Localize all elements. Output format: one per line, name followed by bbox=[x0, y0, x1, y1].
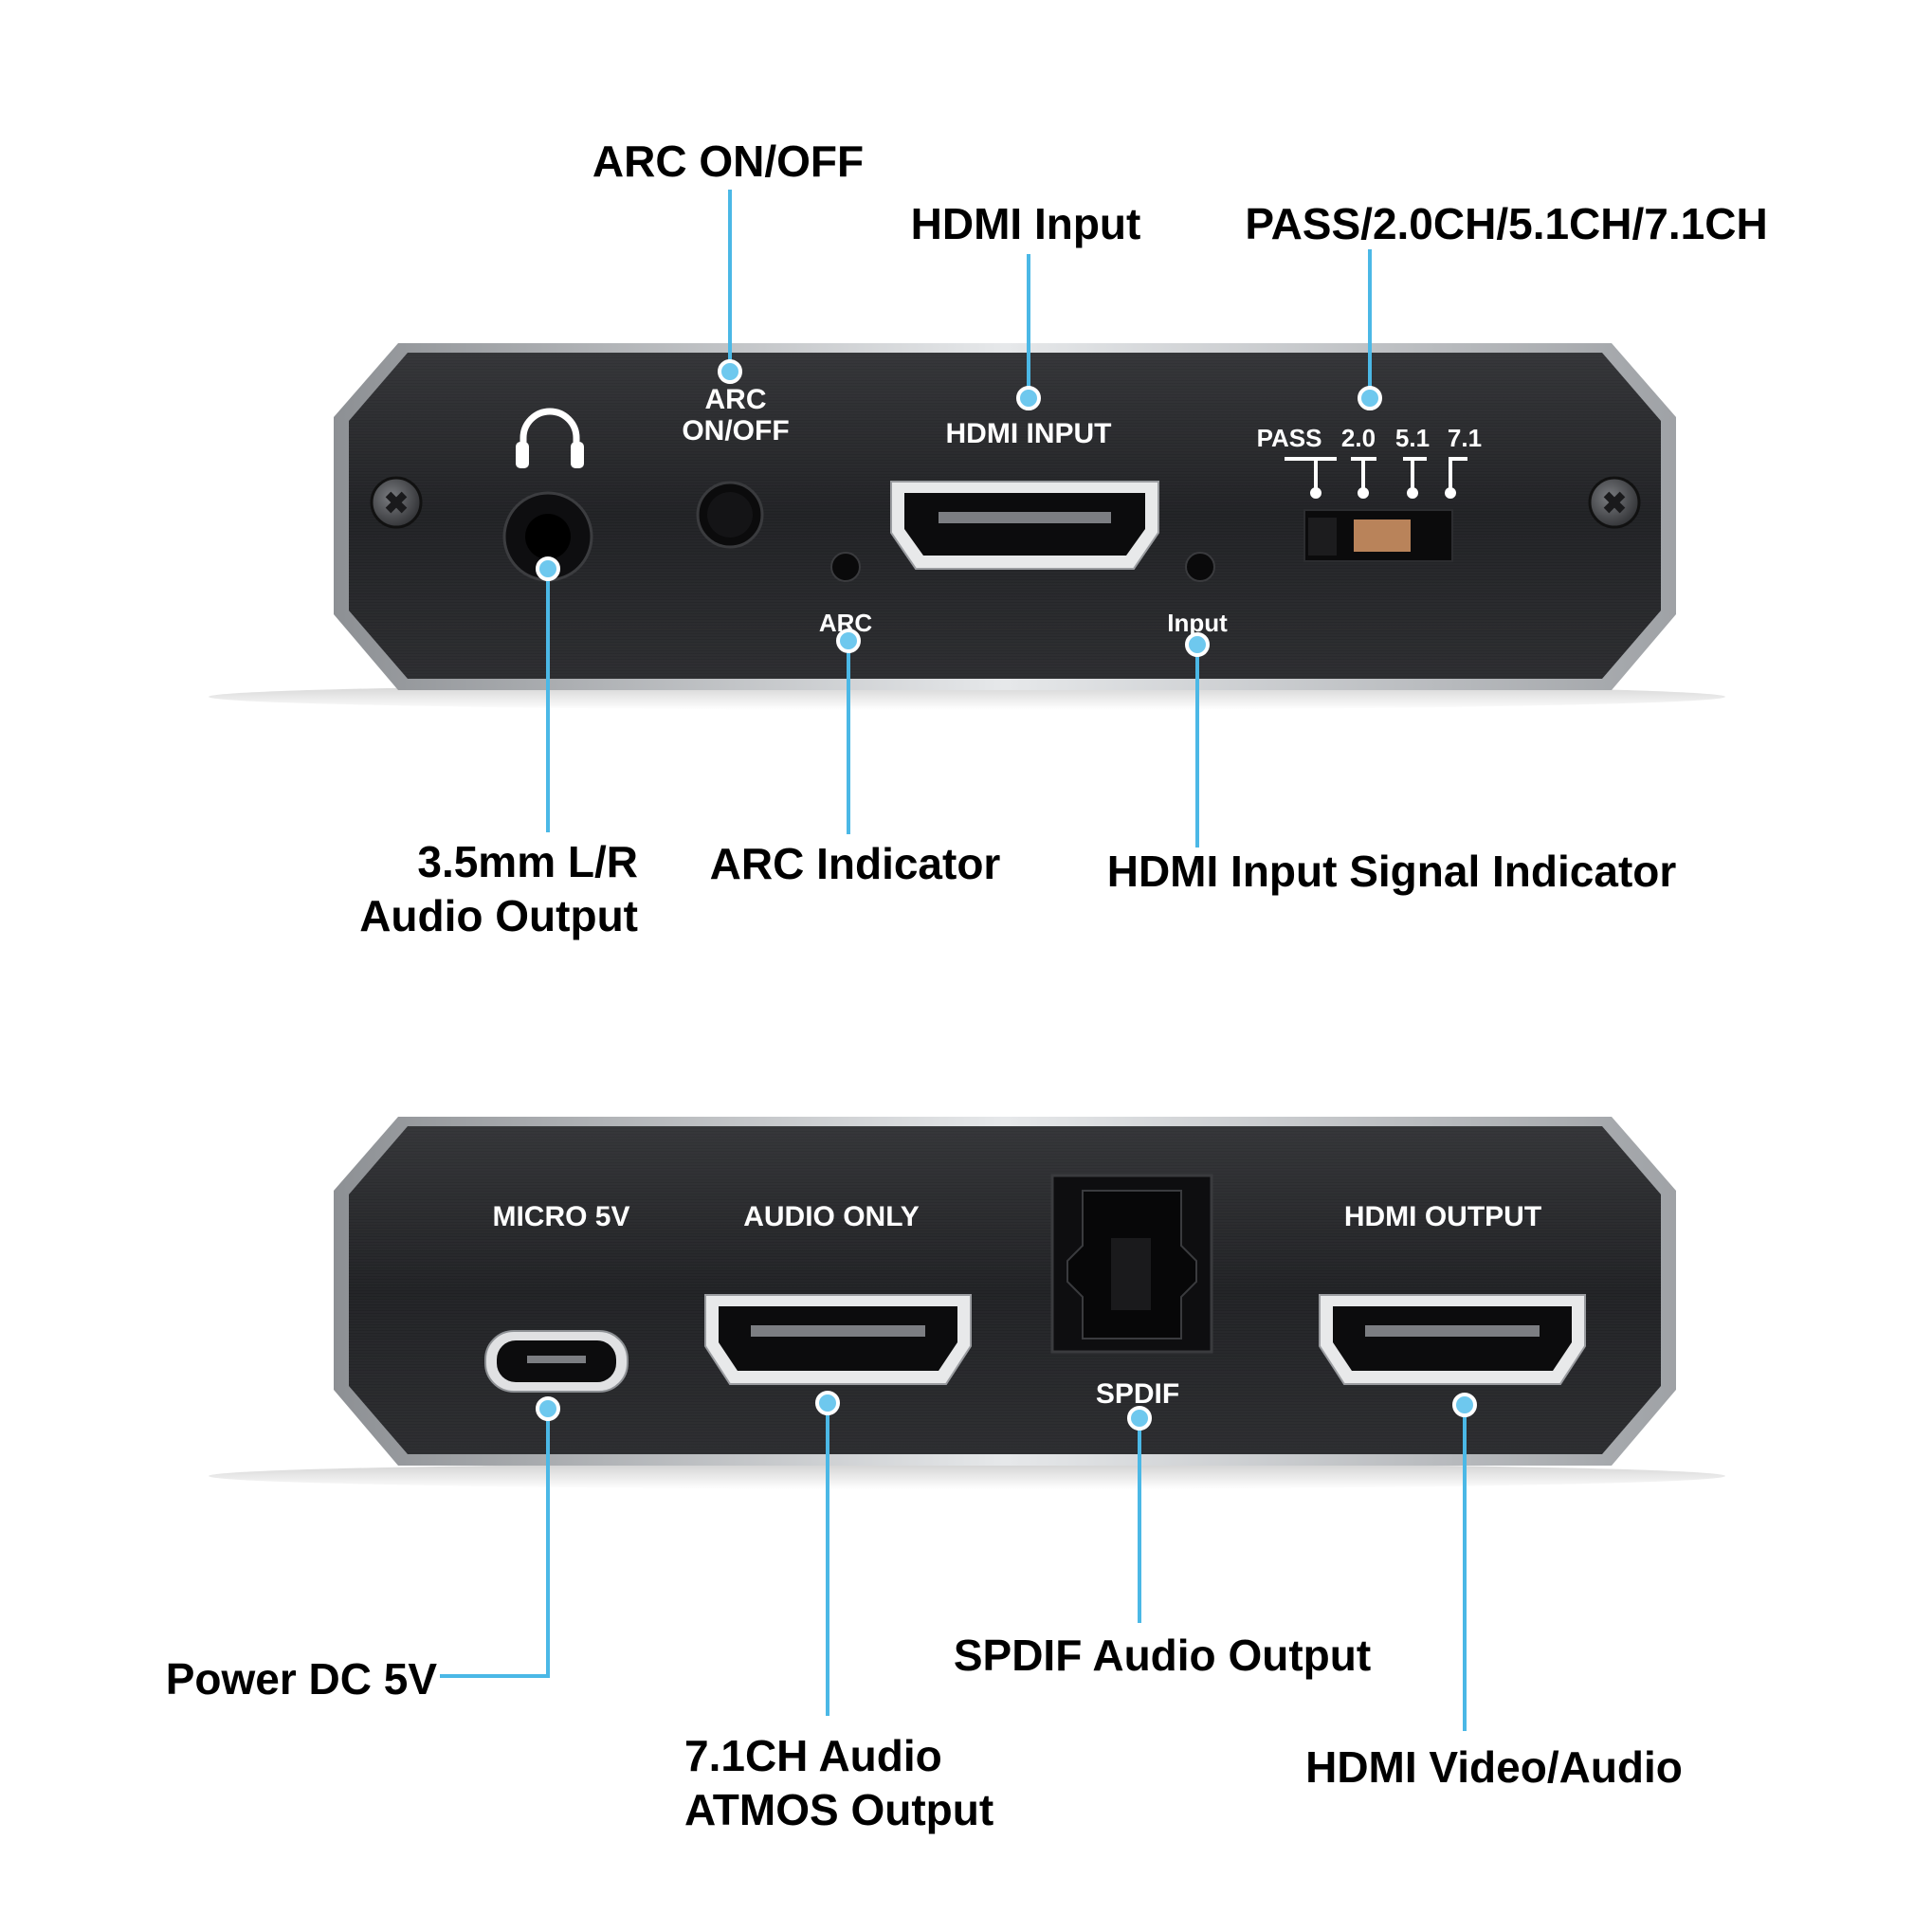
headphone-icon bbox=[516, 408, 584, 468]
audio-only-hdmi-port[interactable] bbox=[704, 1294, 972, 1385]
callout-audio-output: 3.5mm L/R bbox=[417, 837, 638, 886]
ch20-label: 2.0 bbox=[1341, 424, 1376, 452]
ch51-label: 5.1 bbox=[1395, 424, 1430, 452]
micro-5v-label: MICRO 5V bbox=[492, 1201, 629, 1232]
callout-atmos: 7.1CH Audio bbox=[684, 1731, 942, 1780]
hdmi-input-port[interactable] bbox=[890, 481, 1159, 570]
arc-led bbox=[830, 552, 861, 582]
top-device: ARC ON/OFF HDMI INPUT ARC Input PASS 2.0… bbox=[209, 343, 1725, 710]
hdmi-input-label: HDMI INPUT bbox=[946, 418, 1112, 449]
channel-slider-switch[interactable] bbox=[1303, 509, 1453, 562]
micro-usb-port[interactable] bbox=[484, 1330, 629, 1393]
top-callout-dots bbox=[536, 359, 1382, 657]
callout-channel-select: PASS/2.0CH/5.1CH/7.1CH bbox=[1245, 199, 1767, 248]
bottom-device: MICRO 5V AUDIO ONLY SPDIF HDMI OUTPUT bbox=[209, 1117, 1725, 1489]
callout-input-signal-indicator: HDMI Input Signal Indicator bbox=[1107, 847, 1677, 896]
callout-hdmi-input: HDMI Input bbox=[911, 199, 1141, 248]
callout-power: Power DC 5V bbox=[166, 1654, 438, 1704]
audio-only-label: AUDIO ONLY bbox=[743, 1201, 920, 1232]
ch71-label: 7.1 bbox=[1448, 424, 1482, 452]
screw-icon bbox=[1588, 476, 1641, 529]
arc-switch-button[interactable] bbox=[696, 481, 764, 549]
spdif-label: SPDIF bbox=[1096, 1378, 1179, 1410]
bottom-callout-dots bbox=[536, 1391, 1477, 1431]
input-led bbox=[1185, 552, 1215, 582]
callout-atmos: ATMOS Output bbox=[684, 1785, 993, 1834]
bottom-callout-lines bbox=[440, 1403, 1467, 1731]
hdmi-output-label: HDMI OUTPUT bbox=[1344, 1201, 1541, 1232]
callout-audio-output: Audio Output bbox=[359, 891, 638, 940]
spdif-port[interactable] bbox=[1050, 1174, 1213, 1354]
callout-arc-on-off: ARC ON/OFF bbox=[592, 137, 864, 186]
input-led-label: Input bbox=[1167, 609, 1228, 637]
callout-hdmi-video-audio: HDMI Video/Audio bbox=[1305, 1742, 1683, 1792]
screw-icon bbox=[370, 476, 423, 529]
callout-arc-indicator: ARC Indicator bbox=[710, 839, 1001, 888]
arc-switch-label: ARC bbox=[705, 384, 767, 415]
channel-ticks bbox=[1285, 457, 1467, 499]
hdmi-output-port[interactable] bbox=[1319, 1294, 1586, 1385]
pass-label: PASS bbox=[1257, 424, 1322, 452]
arc-switch-label: ON/OFF bbox=[682, 415, 789, 447]
bottom-device-shadow bbox=[209, 1463, 1725, 1489]
callout-spdif-output: SPDIF Audio Output bbox=[954, 1631, 1371, 1680]
top-callout-lines bbox=[546, 190, 1372, 848]
